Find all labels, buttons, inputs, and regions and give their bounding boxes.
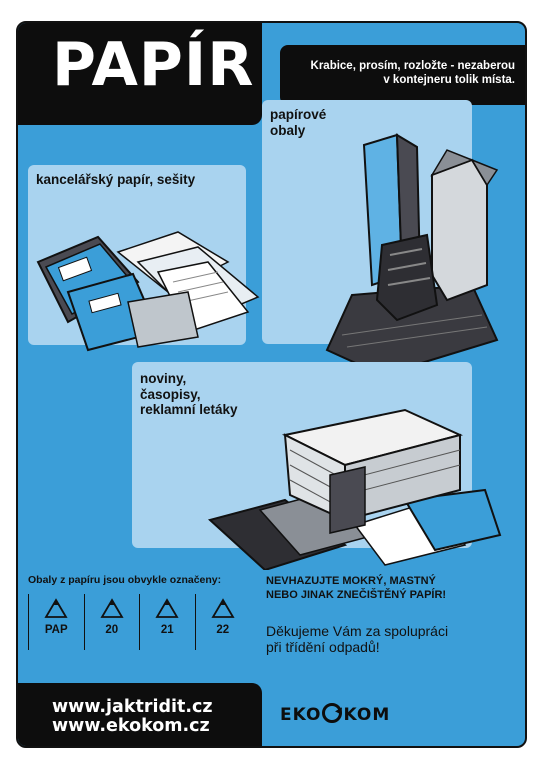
warning-line-2: NEBO JINAK ZNEČIŠTĚNÝ PAPÍR! [266, 589, 447, 602]
page-title: PAPÍR [52, 30, 255, 100]
panel-label-line: papírové [270, 107, 327, 122]
recycling-code-label: 20 [105, 624, 119, 636]
warning-text: NEVHAZUJTE MOKRÝ, MASTNÝ NEBO JINAK ZNEČ… [266, 574, 446, 603]
recycling-code-21: 21 [139, 594, 195, 650]
panel-label-line: noviny, [140, 371, 187, 386]
panel-label-line: reklamní letáky [140, 402, 238, 418]
thanks-line-2: při třídění odpadů! [266, 639, 380, 656]
thanks-text: Děkujeme Vám za spolupráci při třídění o… [266, 623, 448, 655]
newspapers-illustration [207, 408, 502, 570]
recycle-icon [100, 598, 124, 618]
ekokom-logo: EKO KOM [280, 703, 400, 729]
recycling-code-20: 20 [83, 594, 140, 650]
panel-label-office-paper: kancelářský papír, sešity [36, 172, 195, 188]
paper-packaging-illustration [325, 133, 499, 377]
recycling-code-label: 22 [216, 624, 230, 636]
recycling-code-label: 21 [160, 624, 174, 636]
recycling-code-22: 22 [194, 594, 251, 650]
recycling-code-pap: PAP [28, 594, 84, 650]
panel-label-line: obaly [270, 122, 306, 138]
recycle-icon [155, 598, 179, 618]
url-ekokom[interactable]: www.ekokom.cz [52, 716, 210, 736]
panel-label-newspapers: noviny, časopisy, reklamní letáky [140, 371, 238, 418]
panel-label-line: kancelářský papír, sešity [36, 172, 196, 187]
logo-text-part1: EKO [280, 705, 322, 725]
panel-label-paper-packaging: papírové obaly [270, 107, 326, 138]
recycle-icon [211, 598, 235, 618]
panel-label-line: časopisy, [140, 386, 201, 402]
warning-line-1: NEVHAZUJTE MOKRÝ, MASTNÝ [266, 575, 436, 587]
notice-box: Krabice, prosím, rozložte - nezaberou v … [280, 45, 525, 105]
url-box [18, 683, 262, 746]
title-box [18, 23, 262, 125]
packaging-marks-label: Obaly z papíru jsou obvykle označeny: [28, 574, 222, 586]
logo-text-part2: KOM [343, 705, 391, 725]
notice-line-2: v kontejneru tolik místa. [383, 74, 515, 87]
office-paper-illustration [36, 231, 260, 352]
recycling-codes: PAP 20 21 22 [28, 594, 250, 650]
logo-arrow-icon [322, 703, 343, 723]
url-jaktridit[interactable]: www.jaktridit.cz [52, 697, 213, 717]
notice-line-1: Krabice, prosím, rozložte - nezaberou [310, 60, 515, 72]
recycle-icon [44, 598, 68, 618]
recycling-code-label: PAP [44, 624, 68, 636]
thanks-line-1: Děkujeme Vám za spolupráci [266, 623, 449, 639]
